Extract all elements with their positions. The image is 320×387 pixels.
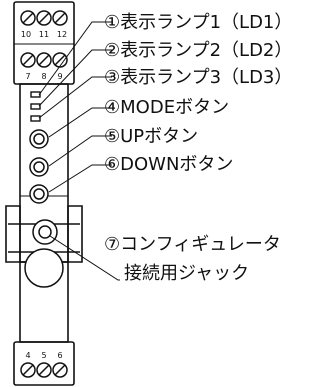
led1-indicator [30, 91, 41, 98]
terminal-label-5: 5 [41, 351, 46, 360]
configurator-jack[interactable] [32, 219, 58, 245]
terminal-label-9: 9 [57, 72, 62, 81]
terminal-label-6: 6 [57, 351, 62, 360]
up-button[interactable] [29, 157, 49, 177]
callout-up-label: ⑤UPボタン [104, 126, 198, 147]
terminal-screws-bottom [20, 362, 68, 378]
led2-indicator [30, 103, 41, 110]
callout-ld1-label: ①表示ランプ1（LD1） [104, 12, 292, 33]
callout-jack-label-line2: 接続用ジャック [124, 263, 249, 284]
terminal-label-8: 8 [41, 72, 46, 81]
terminal-screws-top [20, 10, 68, 68]
terminal-label-7: 7 [25, 72, 30, 81]
terminal-label-12: 12 [57, 30, 67, 39]
callout-ld3-label: ③表示ランプ3（LD3） [104, 67, 292, 88]
mounting-hole [24, 248, 64, 288]
callout-jack-label-line1: ⑦コンフィギュレータ [104, 234, 281, 255]
callout-ld2-label: ②表示ランプ2（LD2） [104, 40, 292, 61]
down-button[interactable] [29, 184, 49, 204]
callout-down-label: ⑥DOWNボタン [104, 154, 233, 175]
terminal-label-11: 11 [39, 30, 49, 39]
callout-mode-label: ④MODEボタン [104, 97, 229, 118]
leader-lines [38, 21, 120, 281]
terminal-label-4: 4 [25, 351, 30, 360]
mode-button[interactable] [29, 129, 49, 149]
led3-indicator [30, 115, 41, 122]
device-body [5, 1, 83, 386]
terminal-label-10: 10 [21, 30, 31, 39]
